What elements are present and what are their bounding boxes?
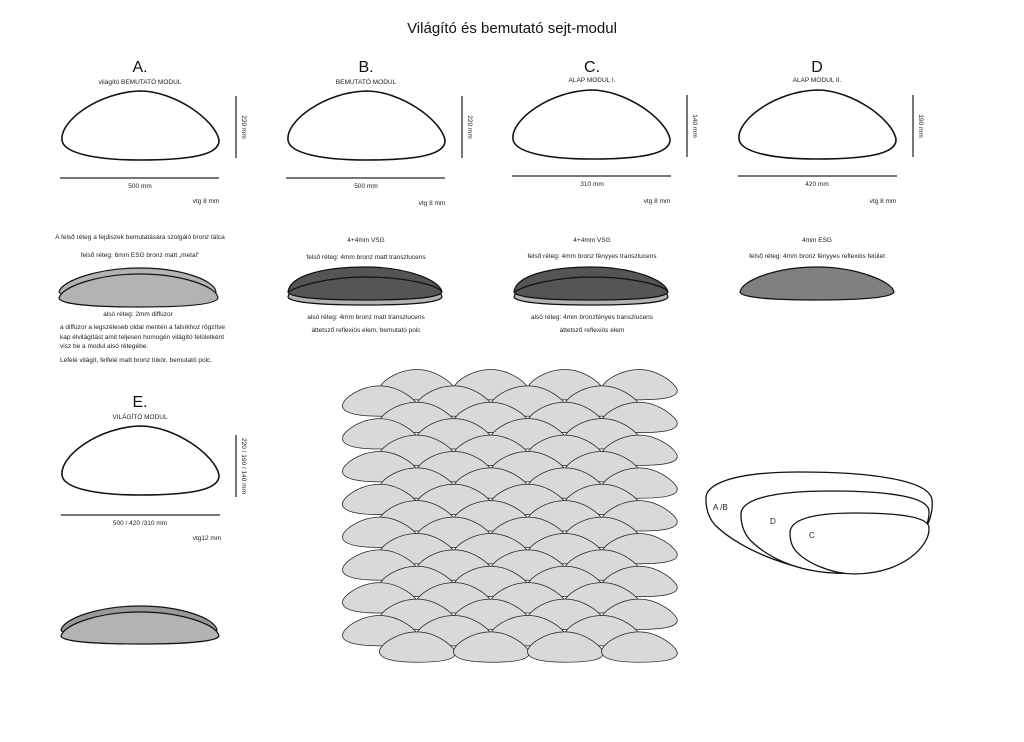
note-label: áttetsző reflexiós elem, bemutató polc <box>311 327 421 334</box>
layer-section-d: 4mm ESG felső réteg: 4mm bronz fényyes r… <box>739 237 895 301</box>
thickness-label: vtg 8 mm <box>870 198 897 205</box>
glass-type-label: 4+4mm VSG <box>347 237 384 244</box>
thickness-label: vtg 8 mm <box>644 198 671 205</box>
layer-intro: A felső réteg a fejdiszek bemutatására s… <box>55 234 225 241</box>
bottom-layer-shape <box>60 611 220 645</box>
module-b: B. BEMUTATÓ MODUL 220 mm 500 mm vtg 8 mm <box>286 59 473 207</box>
layer-section-a: A felső réteg a fejdiszek bemutatására s… <box>55 234 225 364</box>
module-c: C. ALAP MODUL I. 140 mm 310 mm vtg 8 mm <box>512 59 698 205</box>
top-layer-label: felső réteg: 4mm bronz fényyes reflexiós… <box>749 253 885 260</box>
module-outline <box>512 89 671 160</box>
module-name: VILÁGÍTÓ MODUL <box>112 412 168 421</box>
size-comparison: A /B D C <box>705 471 933 575</box>
description-line: visz be a modul alsó rétegébe. <box>60 343 148 350</box>
label-c: C <box>809 531 815 540</box>
module-name: ALAP MODUL II. <box>793 77 842 84</box>
module-d: D ALAP MODUL II. 190 mm 420 mm vtg 8 mm <box>738 59 924 205</box>
module-e: E. VILÁGÍTÓ MODUL 220 / 190 / 140 mm 500… <box>61 394 247 542</box>
height-label: 220 / 190 / 140 mm <box>240 438 247 494</box>
module-letter: A. <box>132 59 147 76</box>
module-letter: B. <box>358 59 373 76</box>
summary-text: Lefelé világít, felfelé matt bronz tükör… <box>60 357 212 364</box>
module-letter: E. <box>132 394 147 411</box>
glass-type-label: 4mm ESG <box>802 237 832 244</box>
bottom-layer-label: alsó réteg: 4mm bronz matt transzlucens <box>307 314 425 321</box>
description-line: kap élvilágítást amit teljesen homogén v… <box>60 334 224 341</box>
layer-section-b: 4+4mm VSG felső réteg: 4mm bronz matt tr… <box>287 237 443 334</box>
module-a: A. világító BEMUTATÓ MODUL 220 mm 500 mm… <box>60 59 247 205</box>
height-label: 140 mm <box>691 114 698 137</box>
module-letter: D <box>811 59 823 76</box>
width-label: 420 mm <box>805 181 828 188</box>
module-name: ALAP MODUL I. <box>569 77 616 84</box>
page-title: Világító és bemutató sejt-modul <box>407 20 617 37</box>
module-outline <box>287 90 446 161</box>
bottom-layer-label: alsó réteg: 4mm bronzfényes transzlucens <box>531 314 654 321</box>
width-label: 310 mm <box>580 181 603 188</box>
layer-section-e <box>60 605 220 645</box>
height-label: 220 mm <box>240 115 247 138</box>
label-a-b: A /B <box>713 503 728 512</box>
height-label: 190 mm <box>917 114 924 137</box>
module-outline <box>61 90 220 161</box>
height-label: 220 mm <box>466 115 473 138</box>
note-label: áttetsző reflexiós elem <box>560 327 625 334</box>
module-outline <box>61 425 220 496</box>
label-d: D <box>770 517 776 526</box>
glass-type-label: 4+4mm VSG <box>573 237 610 244</box>
width-label: 500 mm <box>354 183 377 190</box>
top-layer-label: felső réteg: 6mm ESG bronz matt „metal" <box>81 252 200 259</box>
module-letter: C. <box>584 59 600 76</box>
description-line: a diffúzor a legszéleseb oldal mentén a … <box>60 324 225 331</box>
tile-pattern <box>342 369 678 663</box>
top-layer-label: felső réteg: 4mm bronz matt transzlucens <box>306 254 426 261</box>
layer-section-c: 4+4mm VSG felső réteg: 4mm bronz fényyes… <box>513 237 669 334</box>
bottom-layer-label: alsó réteg: 2mm diffúzor <box>103 311 173 318</box>
module-outline <box>738 89 897 160</box>
reflective-layer-shape <box>739 266 895 301</box>
thickness-label: vtg12 mm <box>193 535 222 542</box>
top-layer-label: felső réteg: 4mm bronz fényyes transzluc… <box>528 253 658 260</box>
thickness-label: vtg 8 mm <box>419 200 446 207</box>
module-name: világító BEMUTATÓ MODUL <box>99 77 182 86</box>
width-label: 500 / 420 /310 mm <box>113 520 167 527</box>
width-label: 500 mm <box>128 183 151 190</box>
bottom-layer-shape <box>58 273 219 308</box>
inner-layer-edge <box>287 276 443 293</box>
thickness-label: vtg 8 mm <box>193 198 220 205</box>
outline-c <box>789 512 930 575</box>
inner-layer-edge <box>513 276 669 293</box>
module-name: BEMUTATÓ MODUL <box>336 77 397 86</box>
